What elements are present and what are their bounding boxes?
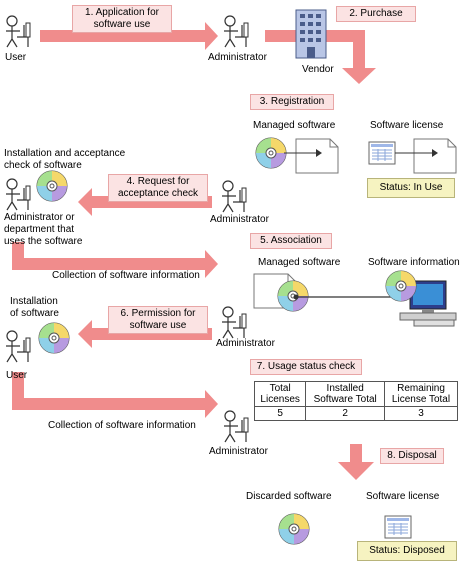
- actor-user-label: User: [6, 370, 28, 381]
- arrow-5: [12, 242, 218, 278]
- step-6-label: 6. Permission for software use: [108, 306, 208, 334]
- step-8-label: 8. Disposal: [380, 448, 444, 464]
- disposal-software-license-label: Software license: [366, 491, 440, 502]
- total-licenses-value: 5: [253, 406, 307, 421]
- admin-or-dept-icon: [5, 178, 31, 211]
- installed-total-value: 2: [305, 406, 386, 421]
- administrator-bottom-icon: [223, 410, 249, 443]
- collection-note-2: Collection of software information: [48, 420, 196, 431]
- arrow-7: [12, 372, 218, 418]
- arrow-8: [338, 444, 374, 480]
- software-license-icon: [384, 515, 412, 539]
- step-1-label: 1. Application for software use: [72, 5, 172, 33]
- arrow-1: [40, 22, 218, 50]
- cd-icon: [36, 170, 68, 202]
- install-accept-note-line2: check of software: [4, 160, 82, 171]
- administrator-assoc-icon: [221, 306, 247, 339]
- step-2-label: 2. Purchase: [336, 6, 416, 22]
- managed-software-cd-icon: [277, 280, 309, 312]
- flow-arrows: [12, 22, 376, 480]
- step-3-label: 3. Registration: [250, 94, 334, 110]
- registration-managed-software-label: Managed software: [253, 120, 336, 131]
- software-information-cd-icon: [385, 270, 417, 302]
- discarded-software-cd-icon: [278, 513, 310, 545]
- step-7-label: 7. Usage status check: [250, 359, 362, 375]
- association-software-information-label: Software information: [368, 257, 460, 268]
- actor-admin-or-dept-line1: Administrator or: [4, 212, 75, 223]
- actor-administrator-label: Administrator: [208, 52, 267, 63]
- table-row: 5 2 3: [253, 406, 458, 421]
- registration-software-license-label: Software license: [370, 120, 444, 131]
- user-bottom-icon: [5, 330, 31, 363]
- actor-admin-or-dept-line2: department that: [4, 224, 75, 235]
- collection-note-1: Collection of software information: [52, 270, 200, 281]
- actor-administrator-label: Administrator: [216, 338, 275, 349]
- discarded-software-label: Discarded software: [246, 491, 332, 502]
- step-5-label: 5. Association: [250, 233, 332, 249]
- cd-icon: [38, 322, 70, 354]
- computer-icon: [399, 280, 457, 327]
- status-disposed-badge: Status: Disposed: [357, 541, 457, 561]
- administrator-top-icon: [223, 15, 249, 48]
- administrator-mid-icon: [221, 180, 247, 213]
- software-license-icon: [368, 141, 396, 165]
- arrow-4: [78, 188, 212, 216]
- actor-vendor-label: Vendor: [302, 64, 334, 75]
- step-4-label: 4. Request for acceptance check: [108, 174, 208, 202]
- association-managed-software-label: Managed software: [258, 257, 341, 268]
- actor-administrator-label: Administrator: [209, 446, 268, 457]
- actor-user-label: User: [5, 52, 27, 63]
- installation-note-line1: Installation: [10, 296, 58, 307]
- remaining-total-value: 3: [384, 406, 458, 421]
- arrow-6: [78, 320, 212, 348]
- actor-administrator-label: Administrator: [210, 214, 269, 225]
- managed-software-cd-icon: [255, 137, 287, 169]
- actor-admin-or-dept-line3: uses the software: [4, 236, 83, 247]
- install-accept-note-line1: Installation and acceptance: [4, 148, 126, 159]
- installation-note-line2: of software: [10, 308, 59, 319]
- arrow-2: [265, 30, 376, 84]
- software-license-doc: [413, 138, 457, 174]
- status-in-use-badge: Status: In Use: [367, 178, 455, 198]
- vendor-building-icon: [295, 9, 327, 59]
- user-top-icon: [5, 15, 31, 48]
